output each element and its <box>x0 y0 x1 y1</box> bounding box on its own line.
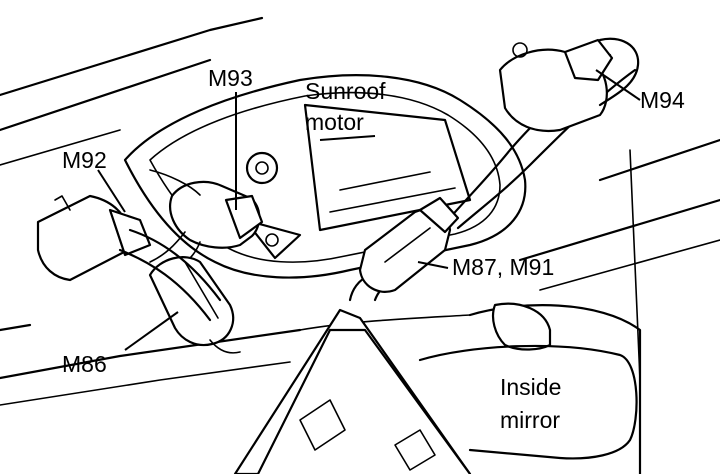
m93-connector <box>149 180 264 273</box>
m87-m91-connector <box>358 196 460 293</box>
m94-connector <box>498 37 640 132</box>
label-m93: M93 <box>208 65 253 91</box>
leader-lines <box>97 69 641 351</box>
label-m87-m91: M87, M91 <box>452 254 554 280</box>
label-inside-mirror-line2: mirror <box>500 407 560 433</box>
sunroof-motor-housing <box>123 74 527 279</box>
label-m86: M86 <box>62 351 107 377</box>
m86-leader <box>124 311 179 351</box>
label-sunroof-motor-line1: Sunroof <box>305 78 386 104</box>
callout-labels: M93 Sunroof motor M94 M92 M87, M91 M86 I… <box>62 65 685 433</box>
m92-leader <box>97 169 126 213</box>
m94-leader <box>595 69 641 101</box>
inside-mirror-assembly <box>233 302 638 474</box>
label-sunroof-motor-line2: motor <box>305 109 364 135</box>
sunroof-motor-leader <box>319 135 376 141</box>
label-m92: M92 <box>62 147 107 173</box>
label-m94: M94 <box>640 87 685 113</box>
roof-panel-lines <box>0 16 720 474</box>
m87-m91-leader <box>417 261 449 269</box>
m92-connector <box>36 194 152 282</box>
label-inside-mirror-line1: Inside <box>500 374 561 400</box>
